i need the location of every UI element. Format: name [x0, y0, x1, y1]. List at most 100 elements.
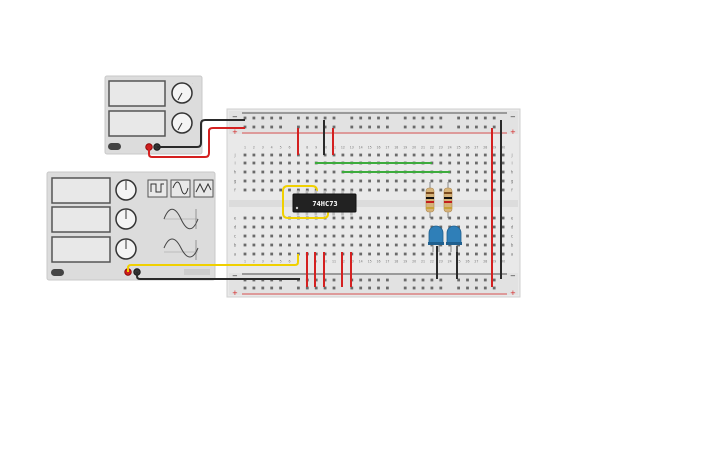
breadboard-hole[interactable]: [305, 170, 309, 174]
breadboard-hole[interactable]: [466, 243, 469, 247]
breadboard-hole[interactable]: [457, 225, 460, 229]
breadboard-hole[interactable]: [492, 170, 496, 174]
breadboard-hole[interactable]: [323, 125, 327, 129]
breadboard-hole[interactable]: [448, 179, 452, 183]
breadboard-hole[interactable]: [492, 286, 496, 290]
breadboard-hole[interactable]: [270, 252, 274, 256]
breadboard-hole[interactable]: [332, 225, 336, 229]
triangle-wave-icon[interactable]: [193, 179, 214, 198]
breadboard-hole[interactable]: [297, 225, 300, 229]
breadboard-hole[interactable]: [448, 252, 452, 256]
breadboard-hole[interactable]: [377, 252, 380, 256]
breadboard-hole[interactable]: [314, 243, 318, 247]
breadboard-hole[interactable]: [350, 116, 354, 120]
breadboard-hole[interactable]: [483, 116, 487, 120]
breadboard-hole[interactable]: [314, 179, 318, 183]
breadboard-hole[interactable]: [439, 116, 443, 120]
breadboard-hole[interactable]: [457, 161, 460, 165]
breadboard-hole[interactable]: [475, 116, 478, 120]
breadboard-hole[interactable]: [439, 161, 443, 165]
breadboard-hole[interactable]: [359, 278, 363, 282]
breadboard-hole[interactable]: [243, 243, 247, 247]
sine-wave-icon[interactable]: [170, 179, 191, 198]
breadboard-hole[interactable]: [341, 234, 345, 238]
breadboard-hole[interactable]: [314, 170, 318, 174]
breadboard-hole[interactable]: [270, 179, 274, 183]
breadboard-hole[interactable]: [252, 252, 256, 256]
breadboard-hole[interactable]: [332, 234, 336, 238]
breadboard-hole[interactable]: [466, 216, 469, 220]
breadboard-hole[interactable]: [323, 116, 327, 120]
breadboard-hole[interactable]: [279, 161, 282, 165]
resistor-2[interactable]: [443, 182, 453, 218]
breadboard-hole[interactable]: [252, 170, 256, 174]
breadboard-hole[interactable]: [501, 216, 505, 220]
breadboard-hole[interactable]: [305, 161, 309, 165]
breadboard-hole[interactable]: [394, 225, 398, 229]
breadboard-hole[interactable]: [279, 234, 282, 238]
breadboard-hole[interactable]: [261, 161, 265, 165]
breadboard-hole[interactable]: [439, 225, 443, 229]
breadboard-hole[interactable]: [475, 161, 478, 165]
breadboard-hole[interactable]: [492, 216, 496, 220]
breadboard-hole[interactable]: [501, 243, 505, 247]
breadboard-hole[interactable]: [501, 234, 505, 238]
breadboard-hole[interactable]: [501, 188, 505, 192]
breadboard-hole[interactable]: [492, 153, 496, 157]
breadboard-hole[interactable]: [368, 125, 371, 129]
breadboard-hole[interactable]: [279, 252, 282, 256]
breadboard-hole[interactable]: [403, 278, 407, 282]
breadboard-hole[interactable]: [439, 179, 443, 183]
breadboard-hole[interactable]: [252, 216, 256, 220]
breadboard-hole[interactable]: [483, 216, 487, 220]
breadboard-hole[interactable]: [412, 225, 416, 229]
breadboard-hole[interactable]: [323, 234, 327, 238]
breadboard-hole[interactable]: [305, 179, 309, 183]
breadboard-hole[interactable]: [252, 179, 256, 183]
breadboard-hole[interactable]: [412, 125, 416, 129]
breadboard-hole[interactable]: [350, 125, 354, 129]
breadboard-hole[interactable]: [341, 216, 345, 220]
breadboard-hole[interactable]: [403, 243, 407, 247]
breadboard-hole[interactable]: [314, 252, 318, 256]
breadboard-hole[interactable]: [279, 179, 282, 183]
breadboard-hole[interactable]: [501, 170, 505, 174]
breadboard-hole[interactable]: [359, 252, 363, 256]
breadboard-hole[interactable]: [252, 116, 256, 120]
breadboard-hole[interactable]: [288, 170, 291, 174]
breadboard-hole[interactable]: [386, 125, 389, 129]
breadboard-hole[interactable]: [394, 252, 398, 256]
breadboard-hole[interactable]: [288, 179, 291, 183]
breadboard-hole[interactable]: [466, 188, 469, 192]
breadboard-hole[interactable]: [421, 234, 425, 238]
breadboard-hole[interactable]: [483, 179, 487, 183]
breadboard-hole[interactable]: [421, 252, 425, 256]
breadboard-hole[interactable]: [457, 216, 460, 220]
breadboard-hole[interactable]: [305, 125, 309, 129]
breadboard-hole[interactable]: [279, 225, 282, 229]
breadboard-hole[interactable]: [243, 286, 247, 290]
breadboard-hole[interactable]: [394, 234, 398, 238]
breadboard-hole[interactable]: [439, 125, 443, 129]
breadboard-hole[interactable]: [359, 234, 363, 238]
breadboard-hole[interactable]: [270, 188, 274, 192]
wires[interactable]: [127, 119, 502, 287]
breadboard-hole[interactable]: [421, 243, 425, 247]
breadboard-hole[interactable]: [368, 252, 371, 256]
breadboard-hole[interactable]: [403, 225, 407, 229]
breadboard-hole[interactable]: [359, 116, 363, 120]
breadboard-hole[interactable]: [394, 216, 398, 220]
breadboard-hole[interactable]: [261, 216, 265, 220]
breadboard-hole[interactable]: [466, 225, 469, 229]
breadboard-hole[interactable]: [475, 170, 478, 174]
breadboard-hole[interactable]: [421, 125, 425, 129]
wire-red-supply-positive[interactable]: [148, 127, 245, 158]
breadboard-hole[interactable]: [377, 125, 380, 129]
breadboard-hole[interactable]: [430, 286, 434, 290]
breadboard-hole[interactable]: [252, 234, 256, 238]
breadboard-hole[interactable]: [421, 153, 425, 157]
breadboard-hole[interactable]: [359, 125, 363, 129]
breadboard-hole[interactable]: [323, 278, 327, 282]
breadboard-hole[interactable]: [466, 161, 469, 165]
breadboard-hole[interactable]: [457, 125, 460, 129]
